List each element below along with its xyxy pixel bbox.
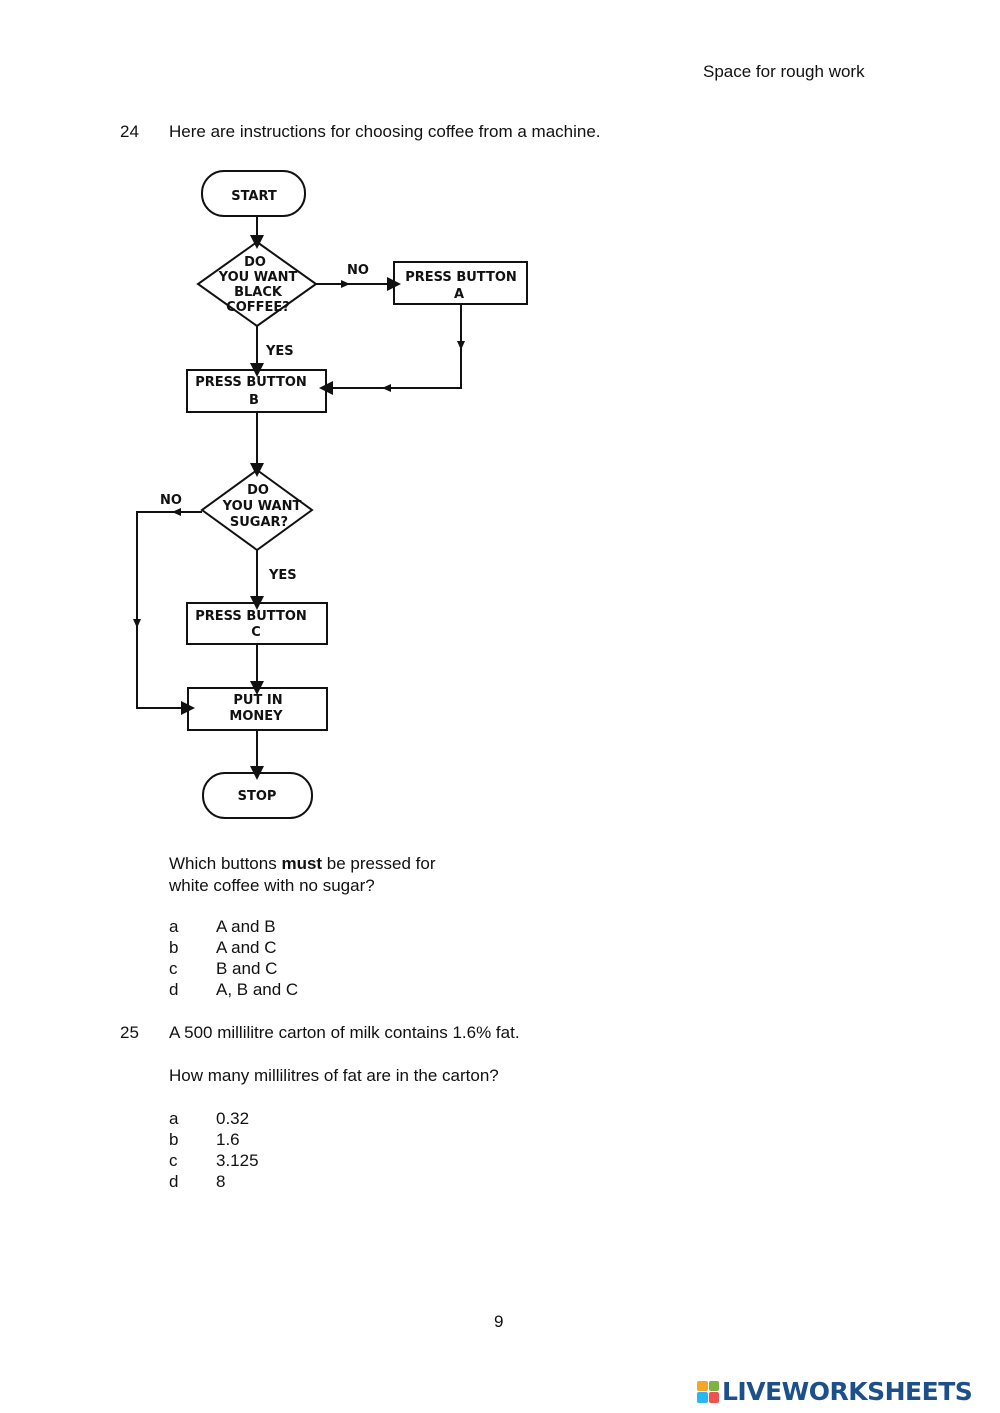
q24-question-pre: Which buttons xyxy=(169,854,282,873)
d1-no-label: NO xyxy=(347,263,369,278)
q25-question: How many millilitres of fat are in the c… xyxy=(169,1066,499,1085)
arrow-d2-no xyxy=(136,511,202,715)
q24-option-a-text: A and B xyxy=(216,917,276,936)
d1-line3: BLACK xyxy=(234,285,283,300)
q24-option-d-letter: d xyxy=(169,980,179,999)
arrowhead-a-down xyxy=(457,341,465,350)
q24-question-emphasis: must xyxy=(281,854,323,873)
d2-yes-label: YES xyxy=(268,568,297,583)
q25-option-d-letter: d xyxy=(169,1172,179,1191)
q24-question-line2: white coffee with no sugar? xyxy=(169,876,375,895)
page-number: 9 xyxy=(494,1312,504,1331)
money-line1: PUT IN xyxy=(233,693,282,708)
q25-option-c-letter: c xyxy=(169,1151,178,1170)
q24-option-d-text: A, B and C xyxy=(216,980,299,999)
q24-number: 24 xyxy=(120,122,139,141)
a-line2: A xyxy=(454,287,464,302)
d1-line1: DO xyxy=(244,255,266,270)
q25-option-a-letter: a xyxy=(169,1109,179,1128)
q25-text: A 500 millilitre carton of milk contains… xyxy=(169,1023,520,1042)
q24-option-b-letter: b xyxy=(169,938,179,957)
liveworksheets-logo: LIVEWORKSHEETS xyxy=(697,1377,973,1406)
q24-text: Here are instructions for choosing coffe… xyxy=(169,122,601,141)
d1-yes-label: YES xyxy=(265,344,294,359)
arrowhead-no2-down xyxy=(133,619,141,628)
q24-option-c-text: B and C xyxy=(216,959,278,978)
q24-question-post: be pressed for xyxy=(322,854,436,873)
q25-option-d-text: 8 xyxy=(216,1172,226,1191)
q24-option-c-letter: c xyxy=(169,959,178,978)
c-line2: C xyxy=(251,625,261,640)
q24-option-b-text: A and C xyxy=(216,938,277,957)
q25-option-a-text: 0.32 xyxy=(216,1109,250,1128)
d2-no-label: NO xyxy=(160,493,182,508)
start-label: START xyxy=(231,189,277,204)
arrowhead-no2-left xyxy=(172,508,181,516)
q25-option-b-text: 1.6 xyxy=(216,1130,240,1149)
q25-option-c-text: 3.125 xyxy=(216,1151,259,1170)
d1-line2: YOU WANT xyxy=(218,270,298,285)
d2-line3: SUGAR? xyxy=(230,515,288,530)
liveworksheets-logo-icon xyxy=(697,1380,719,1403)
arrowhead-no-mid xyxy=(341,280,350,288)
start-terminal xyxy=(201,170,306,217)
stop-label: STOP xyxy=(238,789,277,804)
q25-option-b-letter: b xyxy=(169,1130,179,1149)
q25-number: 25 xyxy=(120,1023,139,1042)
d2-line2: YOU WANT xyxy=(222,499,302,514)
liveworksheets-brand: LIVEWORKSHEETS xyxy=(722,1377,973,1406)
q24-question-line1: Which buttons must be pressed for xyxy=(169,853,435,874)
c-line1: PRESS BUTTON xyxy=(195,609,307,624)
d2-line1: DO xyxy=(247,483,269,498)
d1-line4: COFFEE? xyxy=(226,300,290,315)
arrow-a-to-b xyxy=(319,304,462,395)
a-line1: PRESS BUTTON xyxy=(405,270,517,285)
b-line1: PRESS BUTTON xyxy=(195,375,307,390)
money-line2: MONEY xyxy=(229,709,283,724)
q24-option-a-letter: a xyxy=(169,917,179,936)
arrowhead-a-left xyxy=(382,384,391,392)
rough-work-label: Space for rough work xyxy=(703,62,865,81)
b-line2: B xyxy=(249,393,259,408)
